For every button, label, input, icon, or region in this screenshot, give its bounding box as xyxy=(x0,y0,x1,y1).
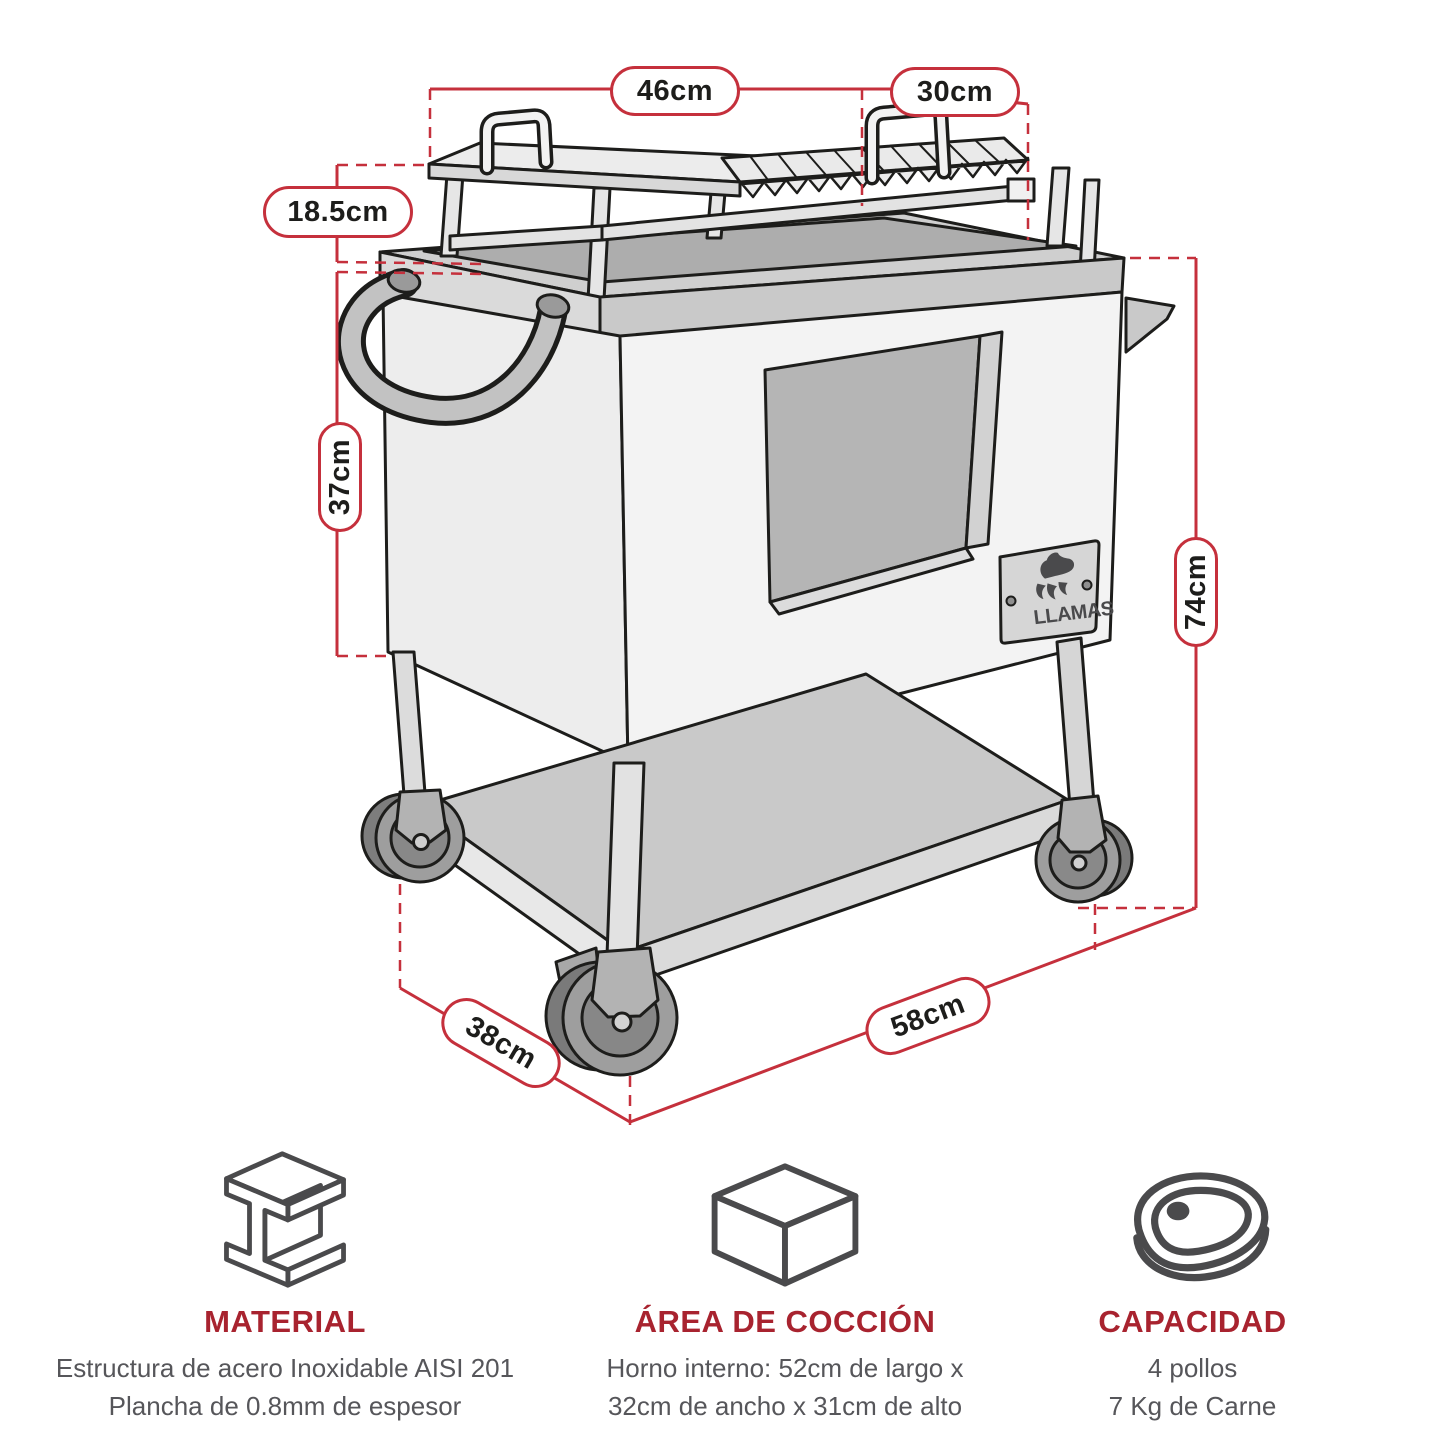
spec-line: 4 pollos xyxy=(1147,1353,1238,1383)
leg-left xyxy=(391,650,428,810)
oven-window-jamb xyxy=(964,330,1004,550)
dimension-extension-lines xyxy=(336,89,1196,1130)
rack-tray-edge xyxy=(427,162,742,198)
leg-right xyxy=(1055,636,1097,822)
caster-front xyxy=(544,946,679,1077)
spec-line: Estructura de acero Inoxidable AISI 201 xyxy=(55,1353,515,1383)
dimension-label-18-5cm: 18.5cm xyxy=(263,186,413,238)
spec-line: Plancha de 0.8mm de espesor xyxy=(108,1390,462,1421)
caster-right xyxy=(1034,794,1134,904)
oven-window-sill xyxy=(768,546,975,616)
body-face-left xyxy=(381,292,630,765)
handle-pivot xyxy=(386,268,422,294)
spec-title-cooking-area: ÁREA DE COCCIÓN xyxy=(634,1304,936,1339)
leg-front xyxy=(605,761,646,960)
llama-flame-icon xyxy=(1036,552,1075,600)
side-bracket xyxy=(1124,296,1176,354)
steel-beam-icon xyxy=(15,1140,555,1290)
caster-left xyxy=(360,788,466,884)
cube-icon xyxy=(550,1140,1020,1290)
carry-handle xyxy=(335,268,568,426)
grill-cart-drawing xyxy=(335,101,1176,1077)
spec-cooking-area: ÁREA DE COCCIÓN Horno interno: 52cm de l… xyxy=(550,1140,1020,1425)
spec-line: Horno interno: 52cm de largo x xyxy=(606,1353,964,1383)
spec-title-capacity: CAPACIDAD xyxy=(1098,1304,1287,1339)
dimension-label-46cm: 46cm xyxy=(610,66,740,116)
dimension-label-74cm: 74cm xyxy=(1174,537,1218,647)
dimension-label-30cm: 30cm xyxy=(890,67,1020,117)
plate-screw xyxy=(1005,595,1017,607)
spec-line: 7 Kg de Carne xyxy=(1108,1390,1277,1421)
steak-icon xyxy=(1020,1140,1365,1290)
dimension-label-37cm: 37cm xyxy=(318,422,362,532)
rack-rail-end-cap xyxy=(1006,177,1036,203)
spec-material: MATERIAL Estructura de acero Inoxidable … xyxy=(15,1140,555,1425)
spec-line: 32cm de ancho x 31cm de alto xyxy=(607,1390,963,1421)
spec-title-material: MATERIAL xyxy=(204,1304,366,1339)
handle-pivot xyxy=(535,293,571,319)
plate-screw xyxy=(1081,579,1093,591)
rack-handle-left xyxy=(479,108,554,176)
spec-capacity: CAPACIDAD 4 pollos 7 Kg de Carne xyxy=(1020,1140,1365,1425)
grate-teeth xyxy=(740,156,1030,199)
